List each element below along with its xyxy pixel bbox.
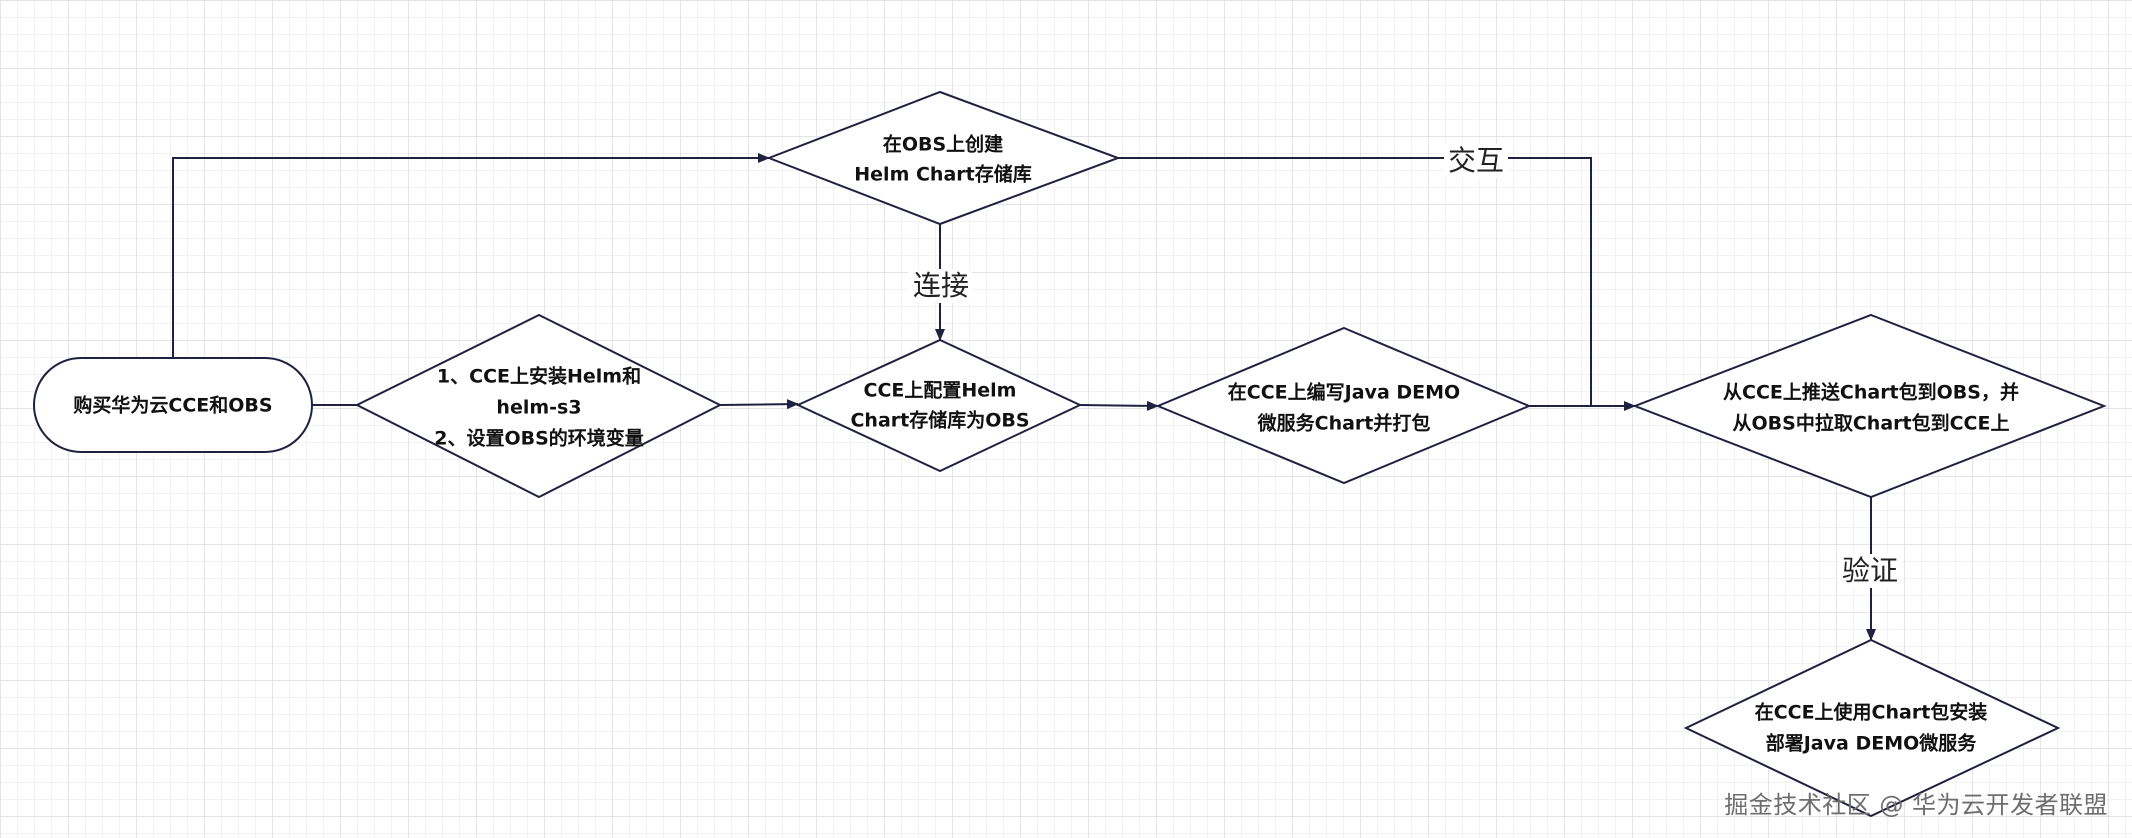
node-install: 1、CCE上安装Helm和 helm-s3 2、设置OBS的环境变量 (354, 313, 723, 499)
node-push-pull: 从CCE上推送Chart包到OBS，并 从OBS中拉取Chart包到CCE上 (1632, 313, 2107, 499)
node-write-demo-line1: 在CCE上编写Java DEMO (1228, 381, 1460, 404)
edge-label-connect: 连接 (908, 269, 972, 303)
node-create-repo-line2: Helm Chart存储库 (854, 163, 1031, 186)
node-deploy-line1: 在CCE上使用Chart包安装 (1755, 701, 1988, 724)
node-buy-label: 购买华为云CCE和OBS (73, 394, 272, 417)
node-configure-line1: CCE上配置Helm (864, 380, 1017, 402)
node-deploy: 在CCE上使用Chart包安装 部署Java DEMO微服务 (1683, 638, 2061, 818)
node-write-demo-line2: 微服务Chart并打包 (1257, 412, 1431, 435)
node-push-pull-line1: 从CCE上推送Chart包到OBS，并 (1723, 381, 2019, 404)
edge-create-repo-interact (1118, 157, 1592, 406)
edge-install-to-configure (719, 399, 799, 410)
node-create-repo: 在OBS上创建 Helm Chart存储库 (766, 90, 1121, 226)
node-install-line3: 2、设置OBS的环境变量 (434, 427, 644, 450)
edge-label-connect-text: 连接 (913, 269, 969, 302)
node-push-pull-line2: 从OBS中拉取Chart包到CCE上 (1733, 412, 2010, 435)
watermark: 掘金技术社区 @ 华为云开发者联盟 (1724, 791, 2108, 819)
node-configure: CCE上配置Helm Chart存储库为OBS (795, 338, 1083, 473)
edge-label-verify: 验证 (1838, 554, 1902, 588)
node-deploy-line2: 部署Java DEMO微服务 (1766, 732, 1978, 755)
node-buy: 购买华为云CCE和OBS (33, 357, 313, 453)
node-install-line1: 1、CCE上安装Helm和 (437, 365, 641, 388)
node-write-demo: 在CCE上编写Java DEMO 微服务Chart并打包 (1155, 326, 1532, 485)
edge-configure-to-write-demo (1079, 400, 1159, 411)
edge-label-interact: 交互 (1444, 144, 1508, 178)
node-configure-line2: Chart存储库为OBS (850, 409, 1029, 432)
edge-label-verify-text: 验证 (1842, 554, 1898, 587)
edge-label-interact-text: 交互 (1448, 144, 1504, 177)
node-install-line2: helm-s3 (496, 397, 581, 419)
edge-buy-to-create-repo (172, 153, 770, 358)
node-create-repo-line1: 在OBS上创建 (883, 133, 1003, 156)
